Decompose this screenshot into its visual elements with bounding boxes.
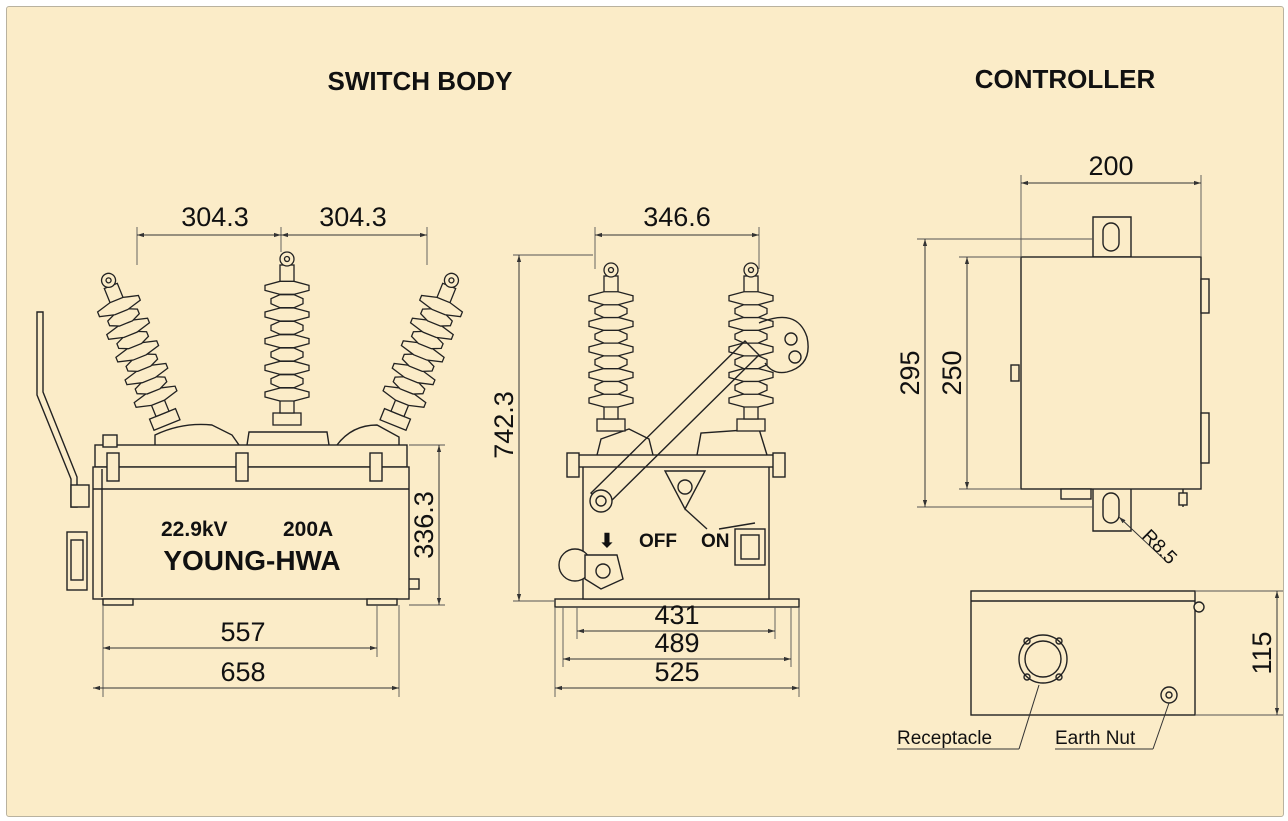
dim-346: 346.6 [643,202,711,232]
latch-plate [584,554,624,590]
leader-line [1018,684,1040,750]
earth-nut [1160,686,1178,704]
cover-boss-right [336,424,400,446]
dim-525: 525 [654,657,699,687]
bushing-center [264,251,310,426]
controller-front-view: 200 295 250 R8.5 [895,151,1210,569]
stud-nut [1178,492,1188,506]
switch-side-view: ⬇ OFF ON 346.6 742.3 431 489 525 [489,202,809,697]
maker-name: YOUNG-HWA [163,545,340,576]
dim-557: 557 [220,617,265,647]
cover-boss-left [154,423,240,446]
leader-line [1152,702,1170,750]
leader-line [1118,516,1168,563]
foot-right [366,598,398,606]
hanger-top [1092,216,1132,258]
controller-title: CONTROLLER [975,64,1156,94]
receptacle-label: Receptacle [897,728,992,749]
side-cover [574,454,778,468]
switch-body-title: SWITCH BODY [328,66,513,96]
side-bolt [566,452,580,478]
pointer-line [684,508,708,530]
mounting-bracket [36,311,78,508]
down-arrow-icon: ⬇ [599,531,615,552]
dim-r8-5: R8.5 [1137,526,1180,569]
cover-boss-center [246,431,330,446]
receptacle [1018,634,1068,684]
rating-current: 200A [283,518,333,541]
controller-box [1020,256,1202,490]
switch-front-view: 22.9kV 200A YOUNG-HWA 304.3 304.3 336.3 … [36,202,464,697]
on-label: ON [701,531,730,552]
side-boss-left [596,428,654,456]
receptacle-screw [1055,637,1063,645]
cover-bolts [102,434,383,482]
latch [1010,364,1020,382]
side-bushing-right [728,262,774,432]
dim-431: 431 [654,600,699,630]
drawing-frame: SWITCH BODY CONTROLLER 22.9kV 20 [6,6,1284,817]
hinge-bottom [1200,412,1210,464]
off-label: OFF [639,531,677,552]
foot-left [102,598,134,606]
hanger-slot [1102,492,1120,524]
handle-pivot [589,489,613,513]
dim-658: 658 [220,657,265,687]
side-bushing-left [588,262,634,432]
handle-ring [758,316,809,374]
receptacle-screw [1023,673,1031,681]
dim-742: 742.3 [489,391,519,459]
receptacle-screw [1023,637,1031,645]
receptacle-screw [1055,673,1063,681]
earth-nut-label: Earth Nut [1055,728,1136,749]
pointer-line [718,522,756,530]
latch-knob [595,563,611,579]
earth-nut-center [1165,691,1173,699]
hinge-pin [1193,601,1205,613]
side-bolt [772,452,786,478]
dim-304-left: 304.3 [181,202,249,232]
indicator-knob [677,479,693,495]
side-boss-right [696,428,768,456]
rating-voltage: 22.9kV [161,518,228,541]
indicator-plate [663,470,707,511]
dim-200: 200 [1088,151,1133,181]
controller-bottom-view: Receptacle Earth Nut 115 [897,590,1283,750]
bushing-left [96,272,181,432]
hinge-top [1200,278,1210,314]
handle-hole [784,332,798,346]
receptacle-inner [1024,640,1062,678]
dim-295: 295 [895,350,925,395]
dim-336: 336.3 [409,491,439,559]
handle-hole [788,350,802,364]
top-cover [94,444,408,468]
bushing-right [379,272,464,432]
technical-drawing: SWITCH BODY CONTROLLER 22.9kV 20 [36,64,1283,750]
controller-bottom-box [970,590,1196,716]
bottom-fitting [1060,488,1092,500]
side-terminal-inner [70,539,84,581]
counter-inner [740,534,760,560]
dim-115: 115 [1247,631,1277,674]
dim-489: 489 [654,628,699,658]
hanger-slot [1102,222,1120,252]
dim-250: 250 [937,350,967,395]
dim-304-right: 304.3 [319,202,387,232]
bracket-clamp [70,484,90,508]
pivot-center [595,495,607,507]
switch-tank [92,466,410,600]
